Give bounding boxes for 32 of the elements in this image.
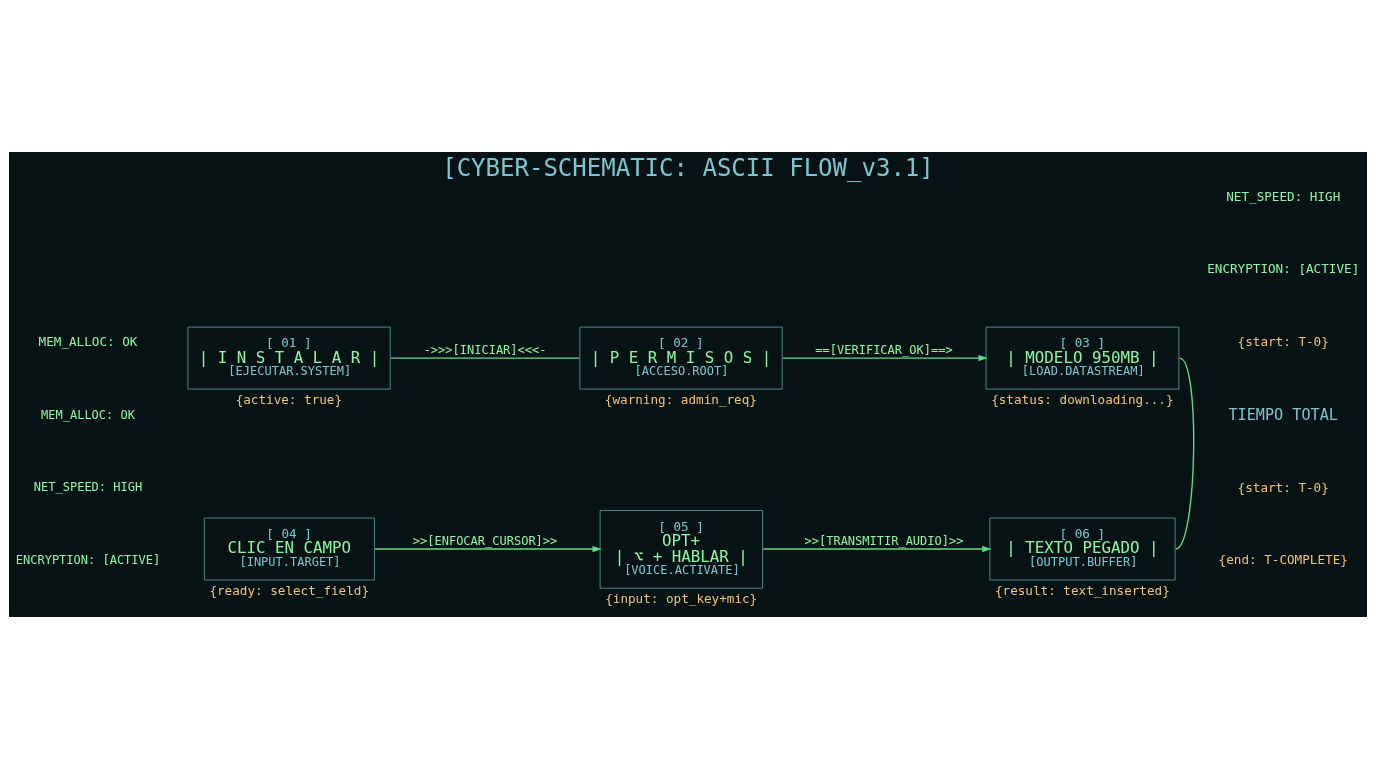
node-box: [ 03 ] | MODELO 950MB | [LOAD.DATASTREAM]	[985, 326, 1180, 389]
node-box: [ 04 ] CLIC EN CAMPO [INPUT.TARGET]	[204, 517, 375, 580]
node-box: [ 02 ] | P E R M I S O S | [ACCESO.ROOT]	[579, 326, 783, 389]
connector	[1175, 356, 1195, 550]
label: NET_SPEED: HIGH	[33, 479, 143, 494]
node-label: {input: opt_key+mic}	[605, 590, 758, 606]
edge-label: ->>>[INICIAR]<<<-	[423, 342, 547, 357]
node-box: [ 05 ] OPT+ | ⌥ + HABLAR | [VOICE.ACTIVATE]	[599, 509, 763, 589]
arrow	[374, 545, 602, 552]
label: ENCRYPTION: [ACTIVE]	[15, 552, 161, 567]
arrow	[762, 545, 992, 552]
diagram-title: [CYBER-SCHEMATIC: ASCII FLOW_v3.1]	[442, 153, 934, 182]
label: TIEMPO TOTAL	[1228, 405, 1338, 424]
node-label: {status: downloading...}	[991, 391, 1174, 407]
label: MEM_ALLOC: OK	[38, 333, 138, 349]
label: NET_SPEED: HIGH	[1226, 188, 1341, 204]
connector	[390, 356, 580, 359]
edge-label: >>[ENFOCAR_CURSOR]>>	[412, 533, 558, 548]
node-label: {result: text_inserted}	[994, 582, 1170, 598]
edge-label: >>[TRANSMITIR_AUDIO]>>	[804, 533, 964, 548]
node-box: [ 01 ] | I N S T A L A R | [EJECUTAR.SYSTEM]	[187, 326, 391, 389]
label: {start: T-0}	[1237, 333, 1329, 349]
edge-label: ==[VERIFICAR_OK]==>	[815, 342, 953, 357]
node-label: {active: true}	[235, 391, 343, 407]
label: {start: T-0}	[1237, 479, 1329, 494]
node-box: [ 06 ] | TEXTO PEGADO | [OUTPUT.BUFFER]	[989, 517, 1176, 580]
label: {end: T-COMPLETE}	[1218, 551, 1348, 567]
label: ENCRYPTION: [ACTIVE]	[1207, 260, 1360, 276]
node-label: {warning: admin_req}	[604, 391, 757, 407]
node-label: {ready: select_field}	[209, 582, 370, 598]
label: MEM_ALLOC: OK	[41, 407, 135, 422]
arrow	[782, 354, 988, 361]
